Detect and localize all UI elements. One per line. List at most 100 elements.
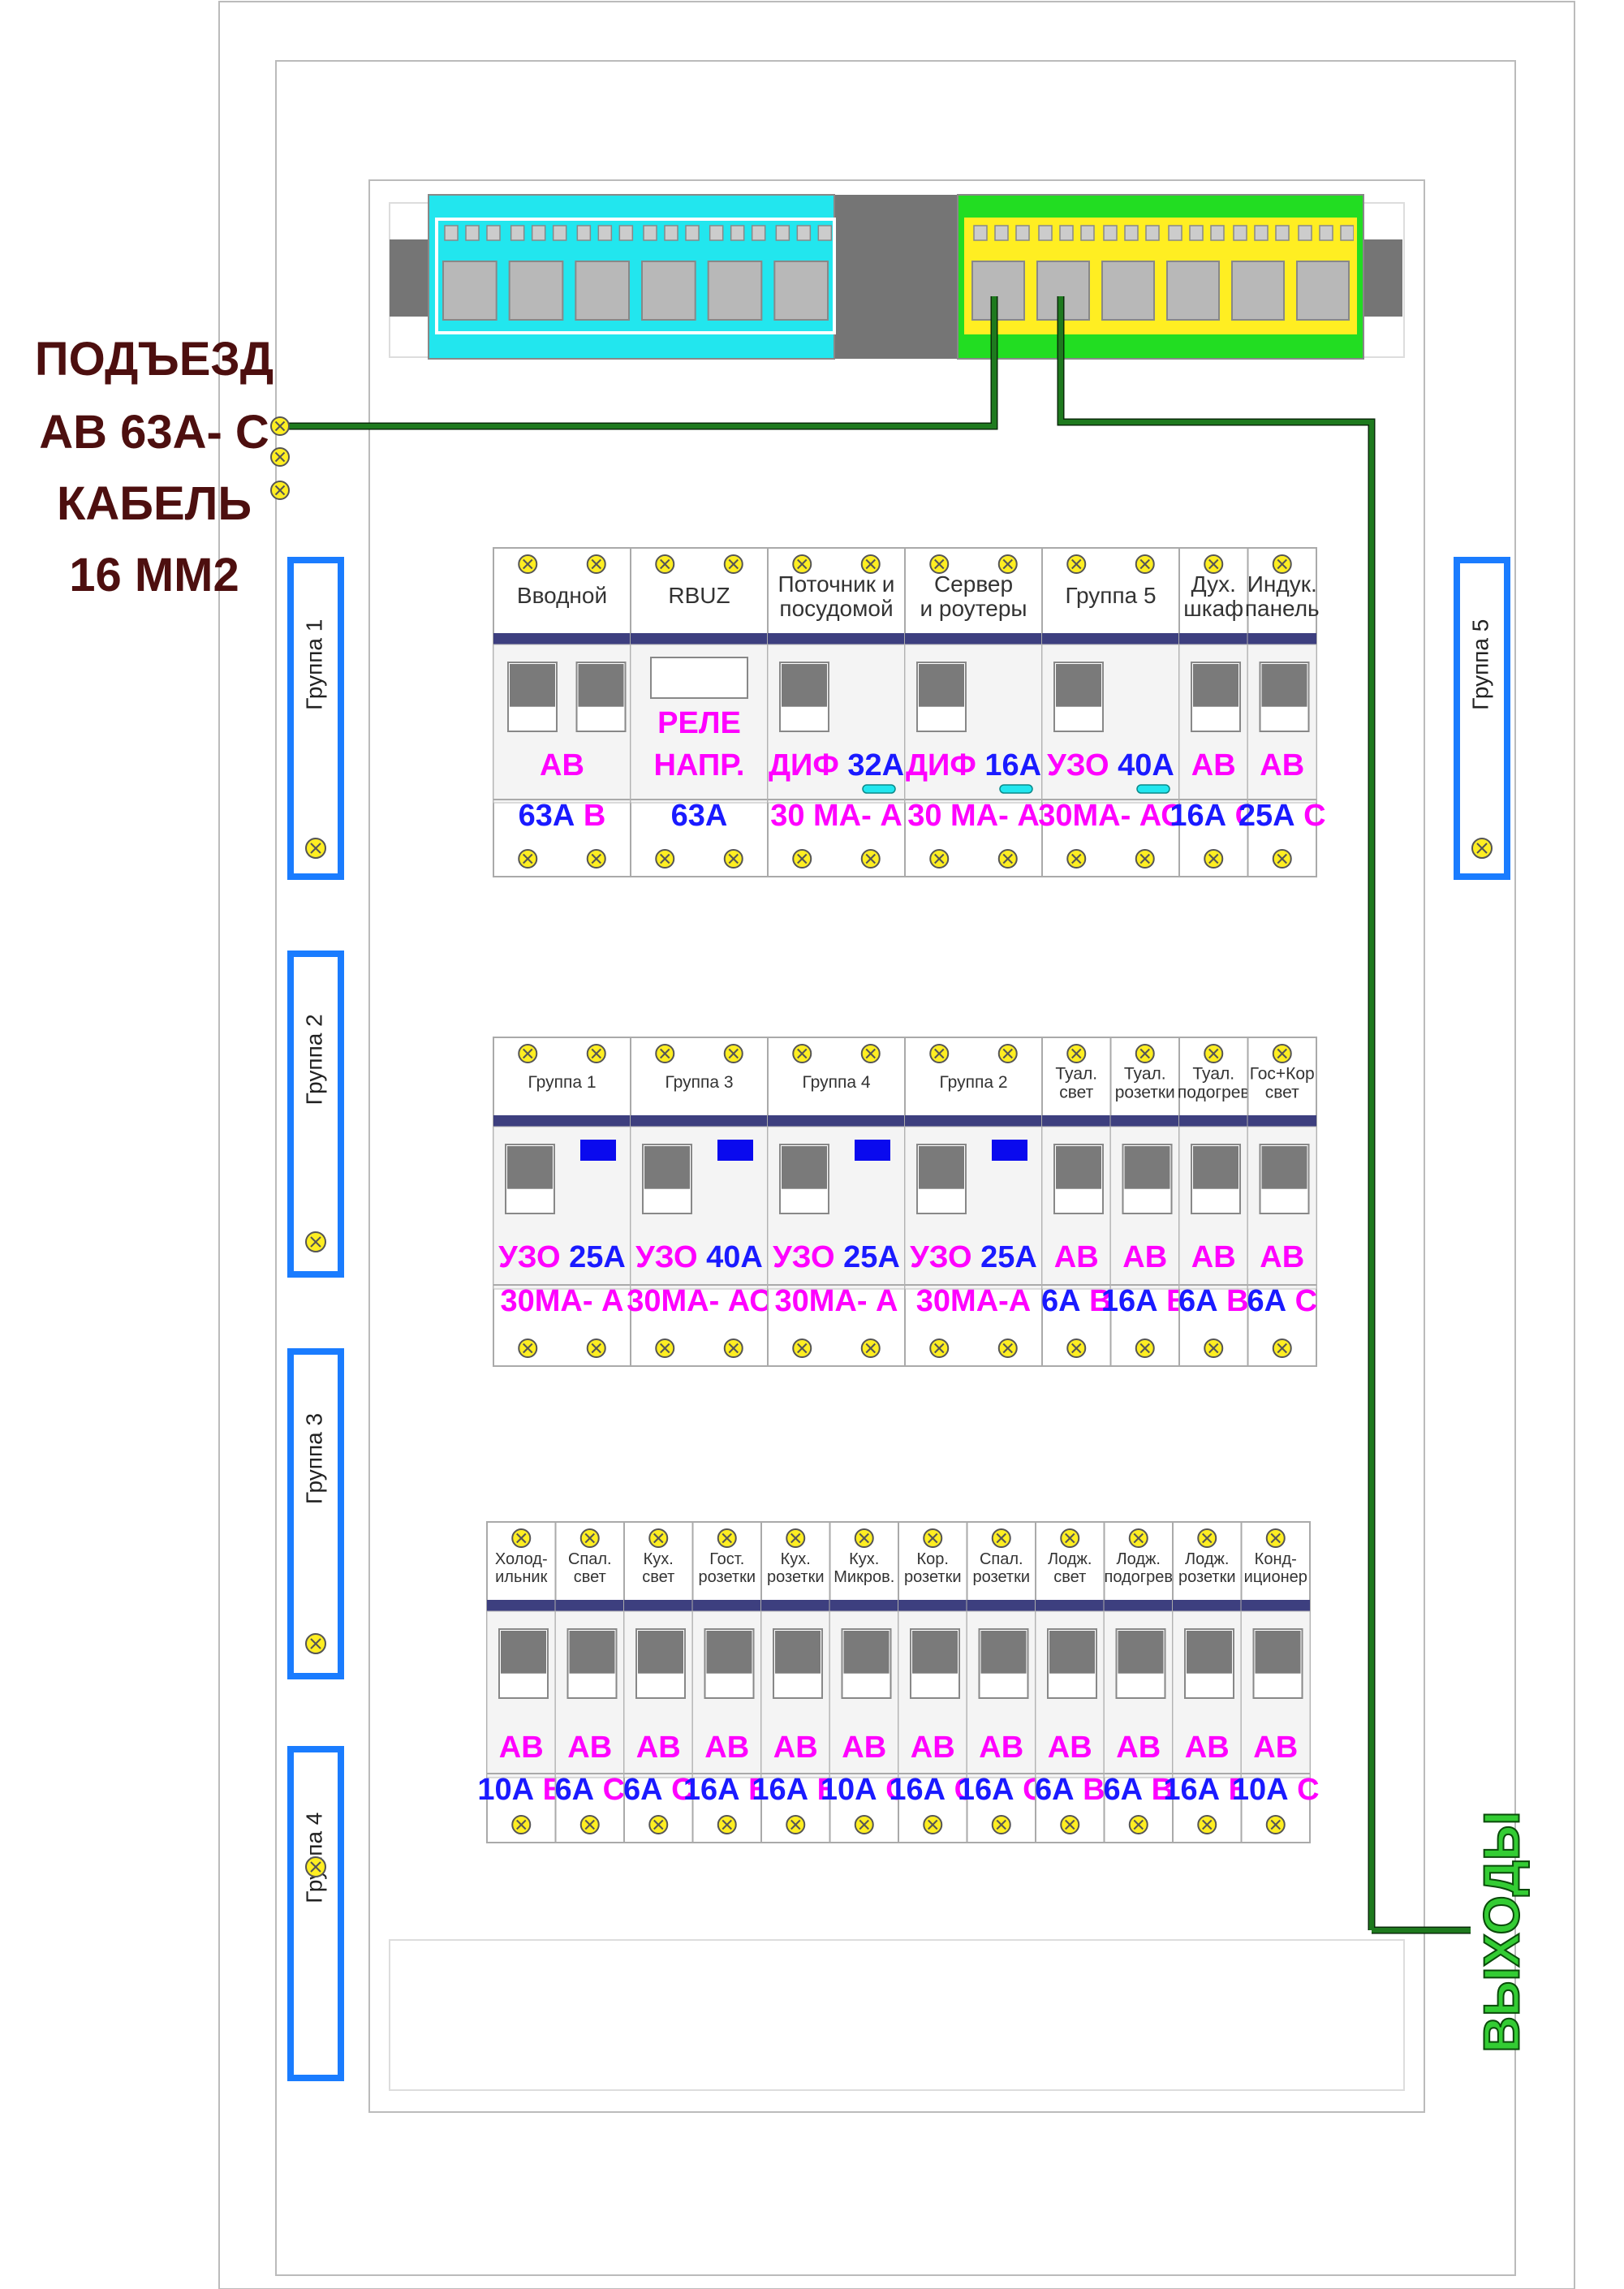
breaker-title: Лодж. bbox=[1185, 1550, 1229, 1568]
terminal-screw-icon bbox=[655, 1338, 675, 1358]
breaker-strip bbox=[1104, 1600, 1173, 1611]
bus-screw bbox=[465, 225, 480, 241]
breaker-title: Поточник и bbox=[778, 571, 895, 597]
input-terminal-icon bbox=[270, 481, 290, 500]
group-screw-icon bbox=[305, 838, 326, 859]
breaker-rating: 25А С bbox=[1238, 799, 1326, 833]
breaker-toggle bbox=[782, 664, 827, 707]
breaker-rating: 16А В bbox=[1101, 1284, 1189, 1318]
breaker-type: АВ bbox=[773, 1731, 818, 1765]
breaker-strip bbox=[768, 633, 905, 644]
terminal-screw-icon bbox=[1135, 554, 1155, 574]
bus-screw bbox=[1015, 225, 1030, 241]
breaker-toggle bbox=[1193, 1146, 1238, 1189]
group-label: Группа 2 bbox=[301, 1014, 326, 1105]
bus-screw bbox=[1254, 225, 1269, 241]
terminal-screw-icon bbox=[1272, 849, 1292, 869]
test-button bbox=[580, 1140, 616, 1161]
input-line-4: 16 ММ2 bbox=[69, 549, 239, 601]
breaker-toggle bbox=[638, 1631, 683, 1674]
bus-screw bbox=[576, 225, 592, 241]
terminal-screw-icon bbox=[1272, 1338, 1292, 1358]
input-line-2: АВ 63А- С bbox=[39, 406, 269, 459]
breaker-strip bbox=[1241, 1600, 1310, 1611]
terminal-screw-icon bbox=[1066, 1338, 1087, 1358]
terminal-screw-icon bbox=[860, 554, 881, 574]
breaker-strip bbox=[1110, 1115, 1179, 1127]
breaker-rating: 30МА- АС bbox=[1038, 799, 1183, 833]
group-screw-icon bbox=[305, 1231, 326, 1252]
breaker-title: панель bbox=[1245, 596, 1320, 621]
terminal-screw-icon bbox=[991, 1815, 1011, 1834]
breaker-title: Группа 5 bbox=[1065, 583, 1156, 608]
breaker-strip bbox=[1179, 1115, 1248, 1127]
breaker-toggle bbox=[1056, 1146, 1101, 1189]
terminal-screw-icon bbox=[717, 1528, 737, 1548]
bus-screw bbox=[1298, 225, 1312, 241]
terminal-screw-icon bbox=[1265, 1815, 1286, 1834]
breaker-title: розетки bbox=[904, 1568, 962, 1586]
breaker-toggle bbox=[912, 1631, 958, 1674]
breaker-rating: 6А С bbox=[1247, 1284, 1317, 1318]
breaker-strip bbox=[1247, 1115, 1316, 1127]
breaker-title: Лодж. bbox=[1117, 1550, 1161, 1568]
breaker-title: свет bbox=[1053, 1568, 1086, 1586]
breaker-title: Конд- bbox=[1255, 1550, 1297, 1568]
bus-screw bbox=[1145, 225, 1160, 241]
breaker-strip bbox=[493, 1115, 631, 1127]
breaker-toggle bbox=[1255, 1631, 1301, 1674]
breaker-toggle bbox=[843, 1631, 890, 1674]
bus-screw bbox=[685, 225, 700, 241]
bus-screw bbox=[1080, 225, 1095, 241]
test-tab bbox=[999, 784, 1033, 794]
terminal-screw-icon bbox=[997, 554, 1018, 574]
breaker-title: Вводной bbox=[517, 583, 607, 608]
terminal-screw-icon bbox=[1135, 849, 1155, 869]
breaker-title: RBUZ bbox=[668, 583, 730, 608]
bus-screw bbox=[1038, 225, 1053, 241]
breaker-strip bbox=[905, 1115, 1042, 1127]
bus-screw bbox=[1210, 225, 1225, 241]
ground-bus-terminal bbox=[1166, 261, 1220, 321]
breaker-toggle bbox=[644, 1146, 690, 1189]
terminal-screw-icon bbox=[518, 1044, 538, 1063]
terminal-screw-icon bbox=[511, 1815, 532, 1834]
breaker-strip bbox=[555, 1600, 624, 1611]
group-screw-icon bbox=[305, 1633, 326, 1654]
breaker-toggle bbox=[1261, 664, 1307, 707]
terminal-screw-icon bbox=[579, 1815, 600, 1834]
terminal-screw-icon bbox=[786, 1528, 806, 1548]
terminal-screw-icon bbox=[1204, 1338, 1224, 1358]
bus-screw bbox=[1189, 225, 1204, 241]
terminal-screw-icon bbox=[1197, 1815, 1217, 1834]
breaker-toggle bbox=[1118, 1631, 1164, 1674]
terminal-screw-icon bbox=[792, 1338, 812, 1358]
breaker-type: АВ bbox=[1191, 1240, 1236, 1274]
breaker-type: УЗО 40А bbox=[1047, 748, 1174, 782]
breaker-strip bbox=[487, 1600, 556, 1611]
terminal-screw-icon bbox=[991, 1528, 1011, 1548]
breaker-type: АВ bbox=[704, 1731, 749, 1765]
breaker-type: АВ bbox=[1253, 1731, 1298, 1765]
breaker-rating: 16А В bbox=[1163, 1773, 1251, 1807]
terminal-screw-icon bbox=[1197, 1528, 1217, 1548]
breaker-type: АВ bbox=[567, 1731, 612, 1765]
breaker-strip bbox=[1042, 633, 1179, 644]
group-screw-icon bbox=[305, 1856, 326, 1877]
breaker-rating: 30 МА- А bbox=[907, 799, 1040, 833]
breaker-title: Группа 3 bbox=[665, 1073, 733, 1092]
breaker-title: Дух. bbox=[1191, 571, 1236, 597]
terminal-screw-icon bbox=[1272, 554, 1292, 574]
breaker-toggle bbox=[980, 1631, 1027, 1674]
terminal-screw-icon bbox=[854, 1528, 874, 1548]
terminal-screw-icon bbox=[723, 1338, 743, 1358]
breaker-rating: 6А В bbox=[1041, 1284, 1112, 1318]
terminal-screw-icon bbox=[518, 1338, 538, 1358]
breaker-rating: 16А С bbox=[889, 1773, 976, 1807]
breaker-strip bbox=[1179, 633, 1248, 644]
